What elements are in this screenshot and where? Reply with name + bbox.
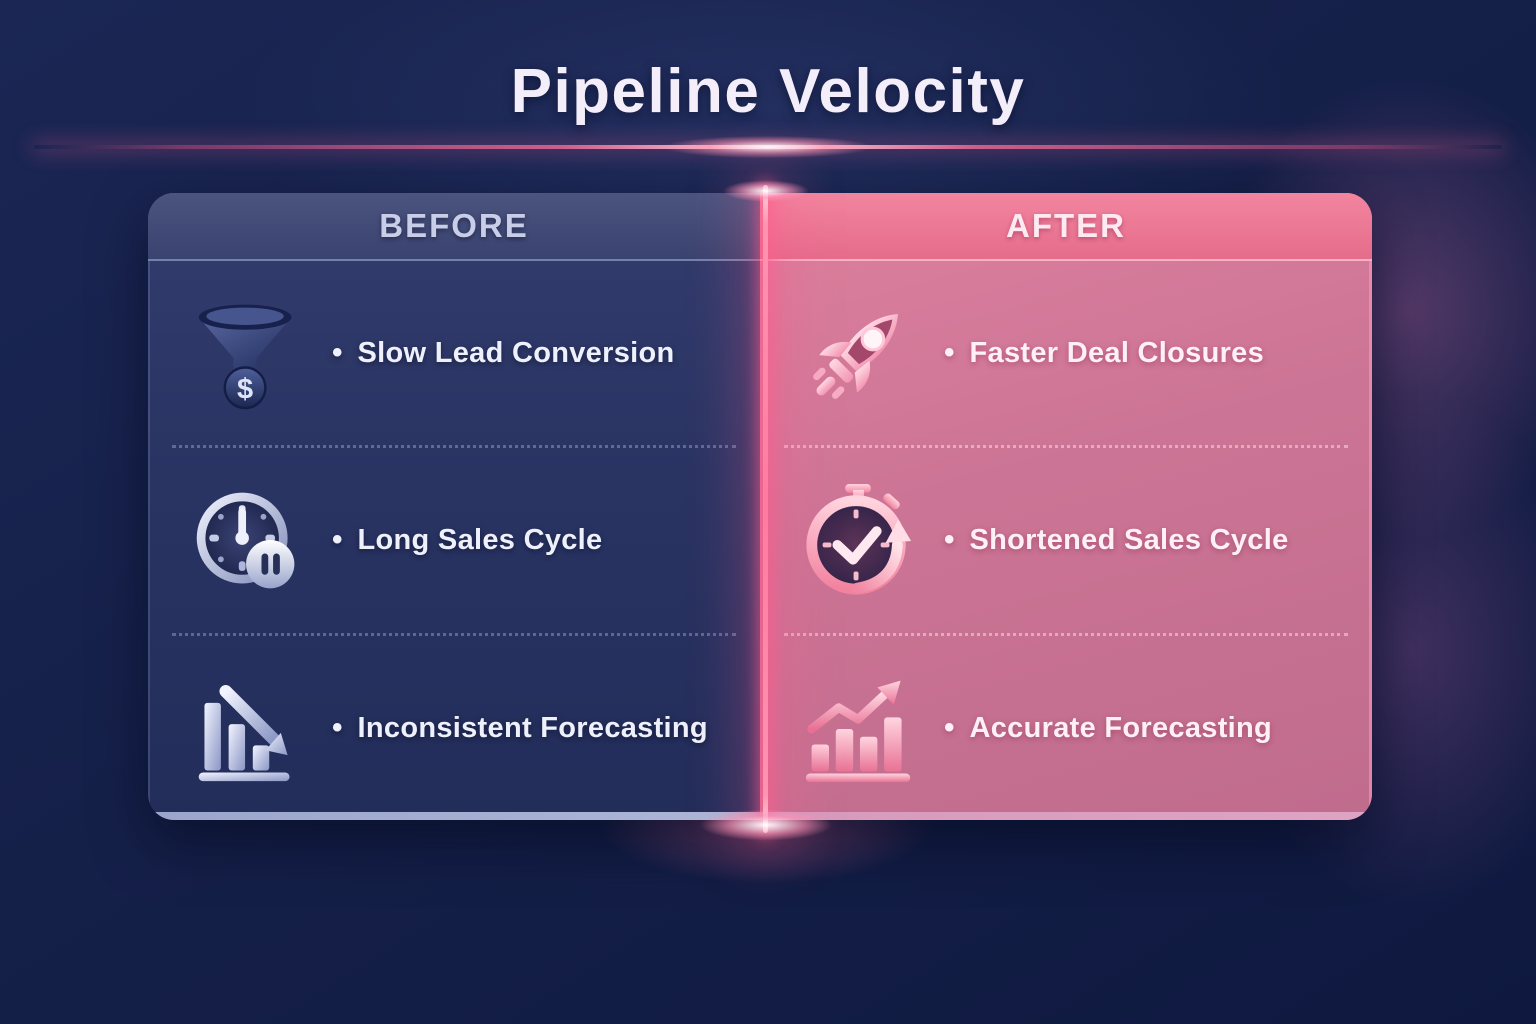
declining-chart-icon <box>186 670 308 786</box>
item-label: Shortened Sales Cycle <box>969 524 1289 557</box>
before-header: BEFORE <box>148 193 760 261</box>
item-bullet: • <box>944 710 955 744</box>
before-row-slow-lead-conversion: $ • Slow Lead Conversion <box>172 261 736 445</box>
page-title: Pipeline Velocity <box>510 57 1026 126</box>
item-bullet: • <box>944 336 955 370</box>
before-rows: $ • Slow Lead Conversion <box>148 261 760 820</box>
after-header: AFTER <box>760 193 1372 261</box>
item-label: Slow Lead Conversion <box>357 337 675 370</box>
rocket-icon <box>798 294 920 412</box>
after-row-faster-deal-closures: • Faster Deal Closures <box>784 261 1348 445</box>
panel-after: AFTER <box>760 193 1372 820</box>
panel-before: BEFORE <box>148 193 760 820</box>
center-glow-divider <box>763 185 768 833</box>
clock-pause-icon <box>186 482 308 598</box>
title-glow-line <box>34 145 1502 149</box>
after-row-shortened-sales-cycle: • Shortened Sales Cycle <box>784 445 1348 632</box>
after-rows: • Faster Deal Closures <box>760 261 1372 820</box>
before-row-inconsistent-forecasting: • Inconsistent Forecasting <box>172 632 736 820</box>
dollar-glyph: $ <box>237 374 253 406</box>
after-header-label: AFTER <box>1006 207 1126 244</box>
item-label: Faster Deal Closures <box>969 337 1265 370</box>
item-label: Accurate Forecasting <box>969 711 1273 744</box>
before-row-long-sales-cycle: • Long Sales Cycle <box>172 445 736 632</box>
funnel-dollar-icon: $ <box>186 292 308 414</box>
after-row-accurate-forecasting: • Accurate Forecasting <box>784 632 1348 820</box>
item-bullet: • <box>332 523 343 557</box>
item-bullet: • <box>944 523 955 557</box>
item-label: Long Sales Cycle <box>357 524 603 557</box>
item-bullet: • <box>332 710 343 744</box>
before-header-label: BEFORE <box>379 207 529 244</box>
stopwatch-check-icon <box>798 480 920 600</box>
before-after-comparison-card: BEFORE <box>148 193 1372 820</box>
rising-chart-icon <box>798 669 920 787</box>
item-bullet: • <box>332 336 343 370</box>
item-label: Inconsistent Forecasting <box>357 711 708 744</box>
